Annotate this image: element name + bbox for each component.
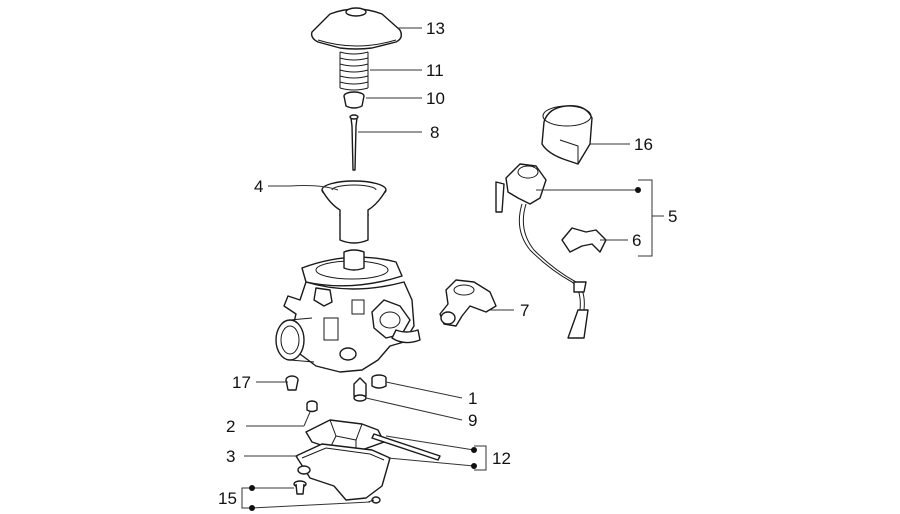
callout-13: 13 [426,19,445,38]
callout-5: 5 [668,207,677,226]
callout-15: 15 [218,489,237,508]
callout-7: 7 [520,301,529,320]
callout-8: 8 [430,123,439,142]
callout-10: 10 [426,89,445,108]
part-5-choke-assembly [495,163,589,339]
part-2-small-jet [306,400,318,413]
part-10-retainer [343,91,365,109]
callout-3: 3 [226,447,235,466]
part-17-screw [285,375,299,391]
part-8-needle [349,114,359,171]
part-1-jet [371,374,387,389]
part-6-clip [561,227,607,253]
reference-dots [249,187,641,511]
callout-9: 9 [468,411,477,430]
callout-11: 11 [426,61,444,80]
callout-labels: 13 11 10 8 4 16 5 6 7 17 1 9 2 3 12 15 [218,19,677,508]
part-4-diaphragm-slide [321,180,387,244]
part-9-float-needle [353,377,367,402]
part-7-fitting [439,279,497,327]
part-11-spring [339,51,369,91]
callout-2: 2 [226,417,235,436]
callout-1: 1 [468,389,477,408]
callout-16: 16 [634,135,653,154]
part-16-cap [541,105,593,165]
callout-4: 4 [254,177,263,196]
part-13-top-cover [310,7,403,50]
callout-6: 6 [632,231,641,250]
carburetor-body [275,249,421,373]
callout-12: 12 [492,449,511,468]
leader-lines [241,27,664,509]
callout-17: 17 [232,373,251,392]
part-3-float-bowl [295,443,391,501]
